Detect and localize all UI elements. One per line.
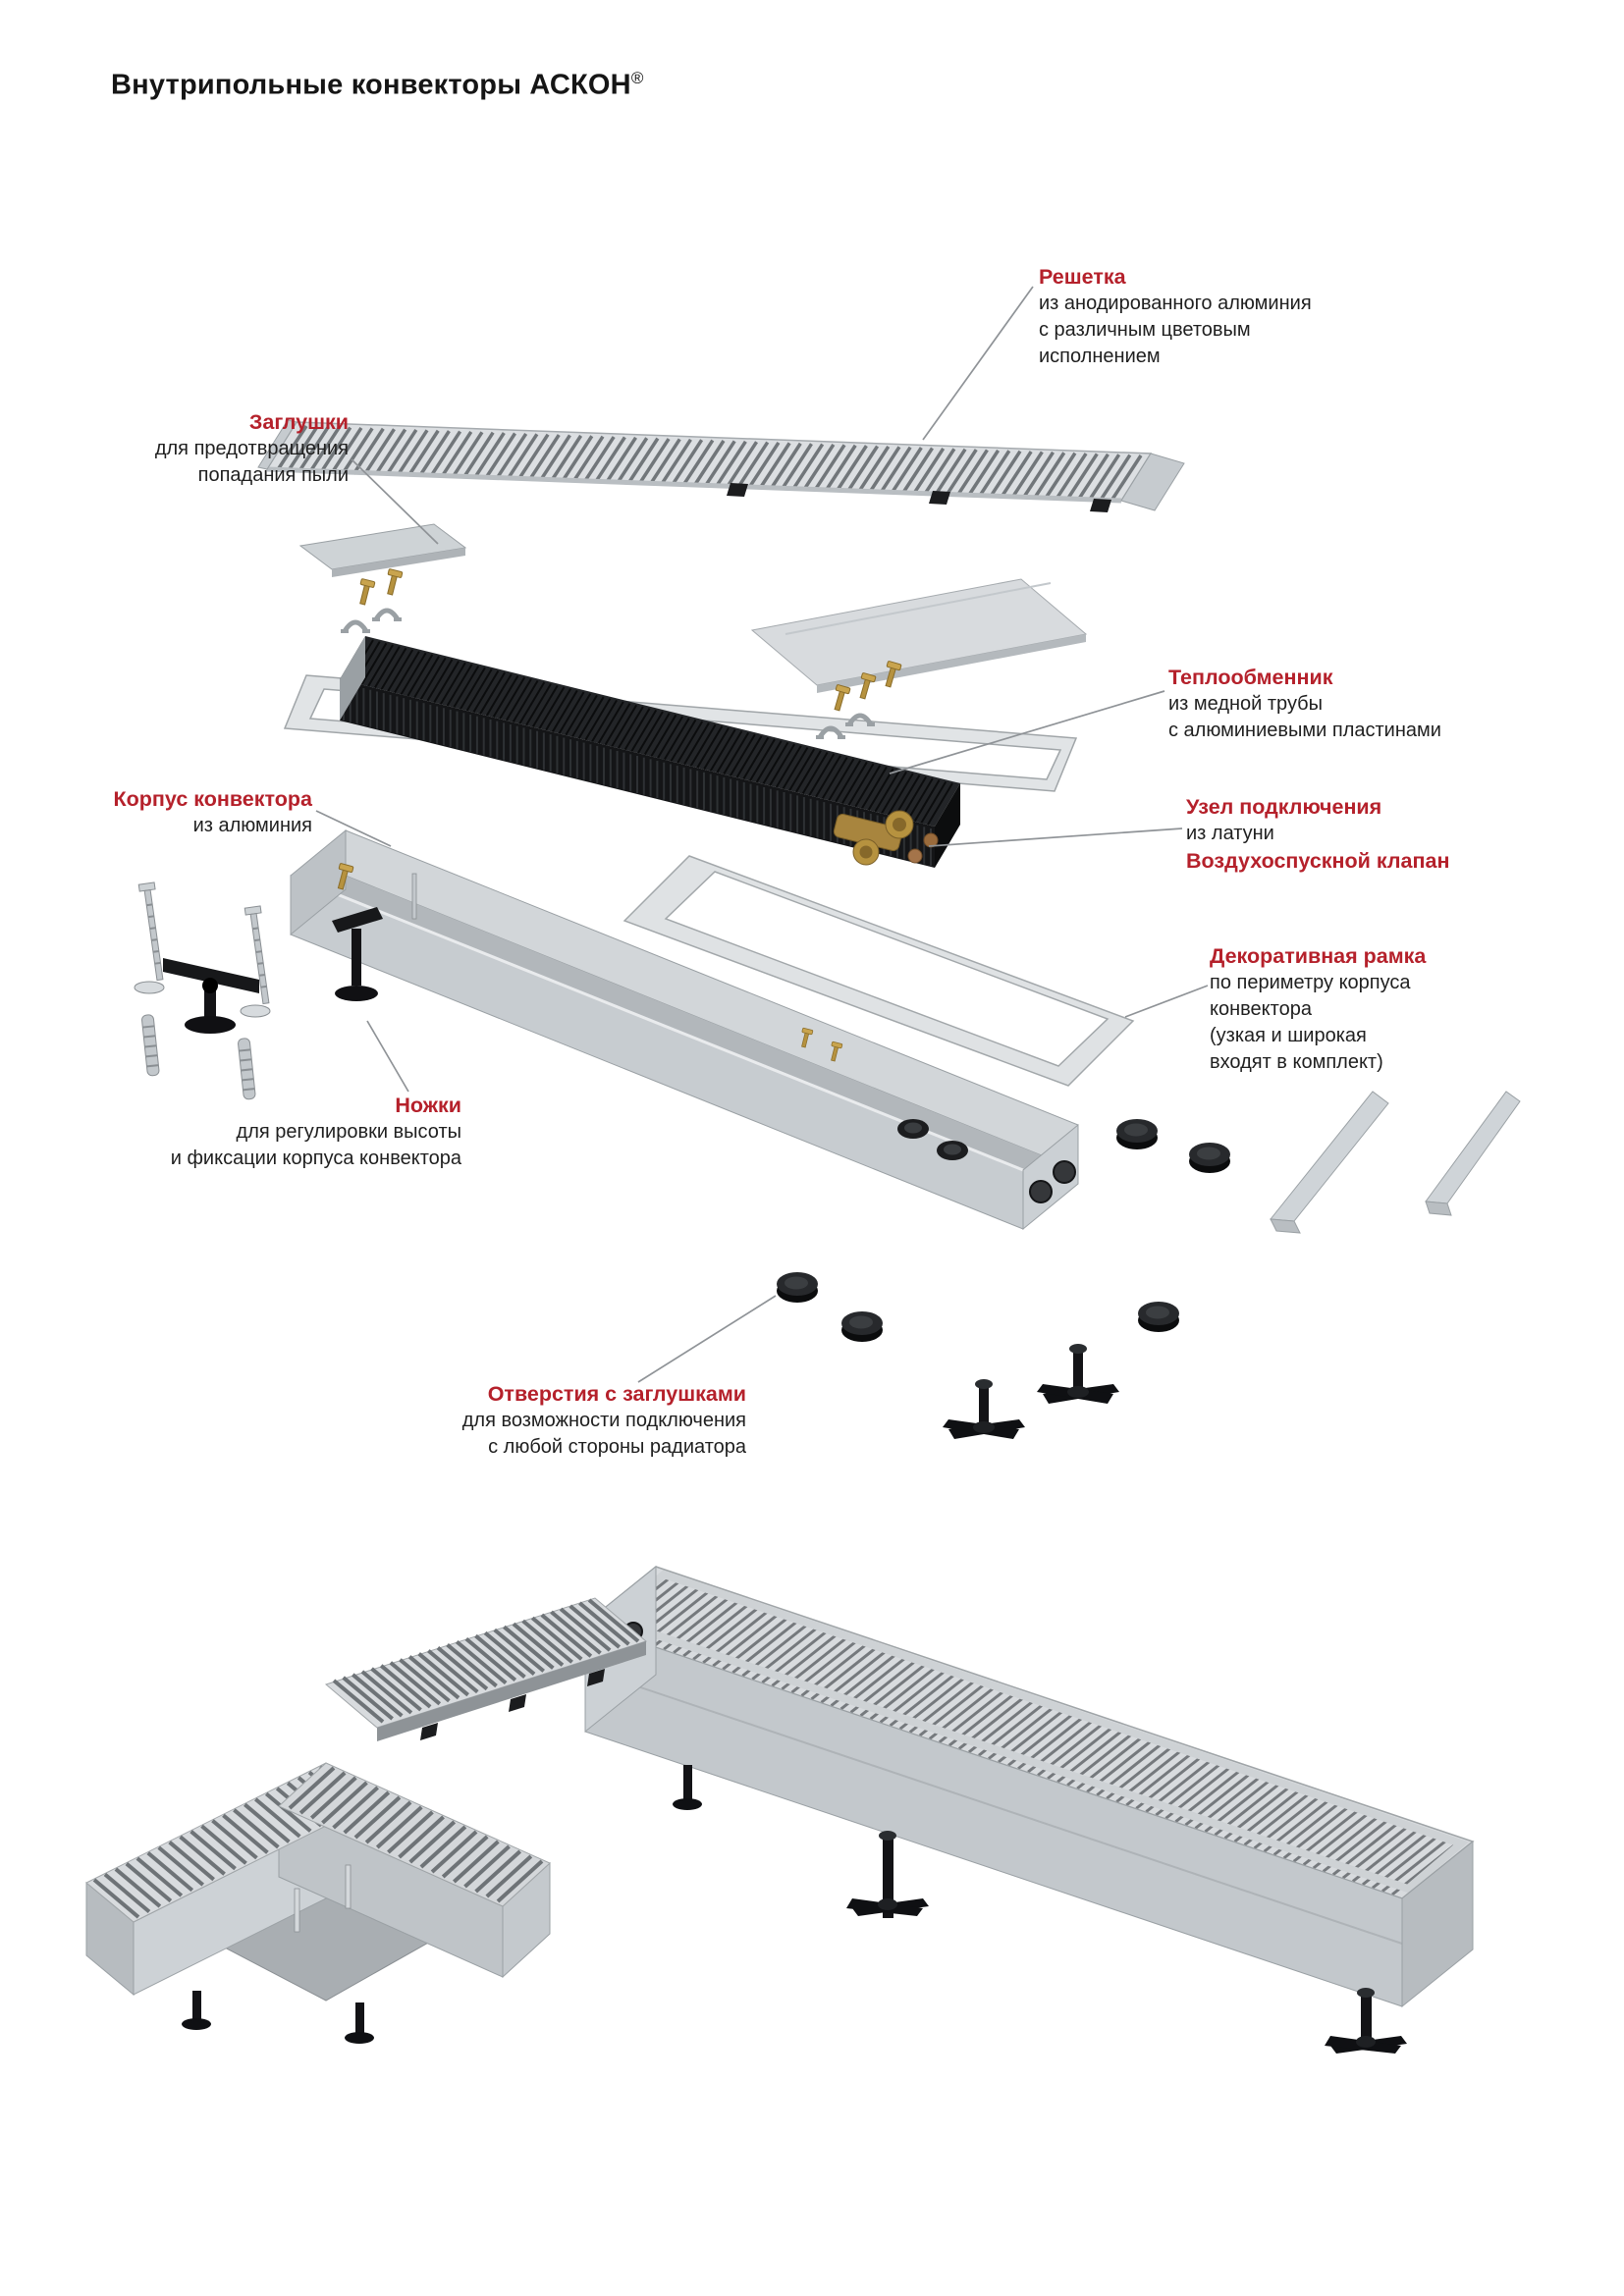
callout-legs-line: и фиксации корпуса конвектора [170,1148,461,1169]
top-plate-illustration [750,578,1088,693]
callout-connection-line: из латуни [1186,823,1274,844]
frame-profiles-illustration [1270,1091,1521,1234]
leader-lines [315,286,1209,1383]
leader-decor-frame [1124,985,1209,1018]
callout-body-heading: Корпус конвектора [113,787,312,811]
connection-unit-illustration [833,810,939,866]
callout-body: Корпус конвектора из алюминия [54,785,312,839]
callout-holes-line: для возможности подключения [461,1410,746,1431]
callout-decor-frame-heading: Декоративная рамка [1210,944,1427,968]
leader-legs [366,1020,409,1093]
callout-grille-line: из анодированного алюминия [1039,293,1312,314]
callout-decor-frame: Декоративная рамка по периметру корпуса … [1210,942,1543,1076]
adjustable-leg-illustration [332,862,383,1001]
grille-illustration [257,419,1185,512]
callout-connection-heading: Узел подключения [1186,795,1382,819]
callout-heat-exchanger-line: с алюминиевыми пластинами [1168,720,1441,741]
bottom-legs-illustration [943,1344,1119,1439]
callout-legs-line: для регулировки высоты [236,1121,461,1143]
callout-grille-line: исполнением [1039,346,1161,367]
leader-holes [637,1295,777,1383]
leader-dust-plugs [351,458,439,545]
page-title: Внутрипольные конвекторы АСКОН® [111,69,644,101]
callout-dust-plugs: Заглушки для предотвращения попадания пы… [108,408,349,489]
callout-legs: Ножки для регулировки высоты и фиксации … [147,1092,461,1172]
callout-holes-line: с любой стороны радиатора [488,1436,746,1458]
corner-convector-illustration [85,1762,551,2044]
callout-decor-frame-line: входят в комплект) [1210,1051,1383,1073]
leg-kit-illustration [134,881,271,1101]
callout-grille-line: с различным цветовым [1039,319,1251,341]
callout-dust-plugs-line: для предотвращения [154,438,349,459]
leader-grille [922,286,1034,441]
callout-grille-heading: Решетка [1039,265,1126,289]
callout-holes-heading: Отверстия с заглушками [487,1382,746,1406]
convector-body-illustration [290,828,1079,1231]
mounting-screws-illustration [341,567,403,633]
callout-legs-heading: Ножки [395,1094,461,1117]
assembled-convector-illustration [583,1565,1475,2054]
callout-dust-plugs-heading: Заглушки [248,410,349,434]
leader-heat-exchanger [889,690,1165,774]
registered-mark: ® [630,69,644,87]
heat-exchanger-illustration [340,636,960,868]
wide-frame-illustration [623,855,1135,1087]
callout-grille: Решетка из анодированного алюминия с раз… [1039,263,1402,370]
callout-connection: Узел подключения из латуни Воздухоспускн… [1186,793,1559,875]
callout-decor-frame-line: конвектора [1210,998,1312,1020]
dust-plug-plate-illustration [298,523,467,577]
leader-connection [928,828,1183,847]
callout-decor-frame-line: (узкая и широкая [1210,1025,1367,1046]
leader-body [315,810,392,847]
callout-decor-frame-line: по периметру корпуса [1210,972,1411,993]
callout-air-valve-heading: Воздухоспускной клапан [1186,849,1450,873]
callout-heat-exchanger-heading: Теплообменник [1168,666,1333,689]
callout-holes: Отверстия с заглушками для возможности п… [363,1380,746,1461]
callout-heat-exchanger: Теплообменник из медной трубы с алюминие… [1168,664,1561,744]
callout-heat-exchanger-line: из медной трубы [1168,693,1324,715]
callout-body-line: из алюминия [192,815,312,836]
grille-sample-illustration [324,1597,648,1741]
callout-dust-plugs-line: попадания пыли [197,464,349,486]
